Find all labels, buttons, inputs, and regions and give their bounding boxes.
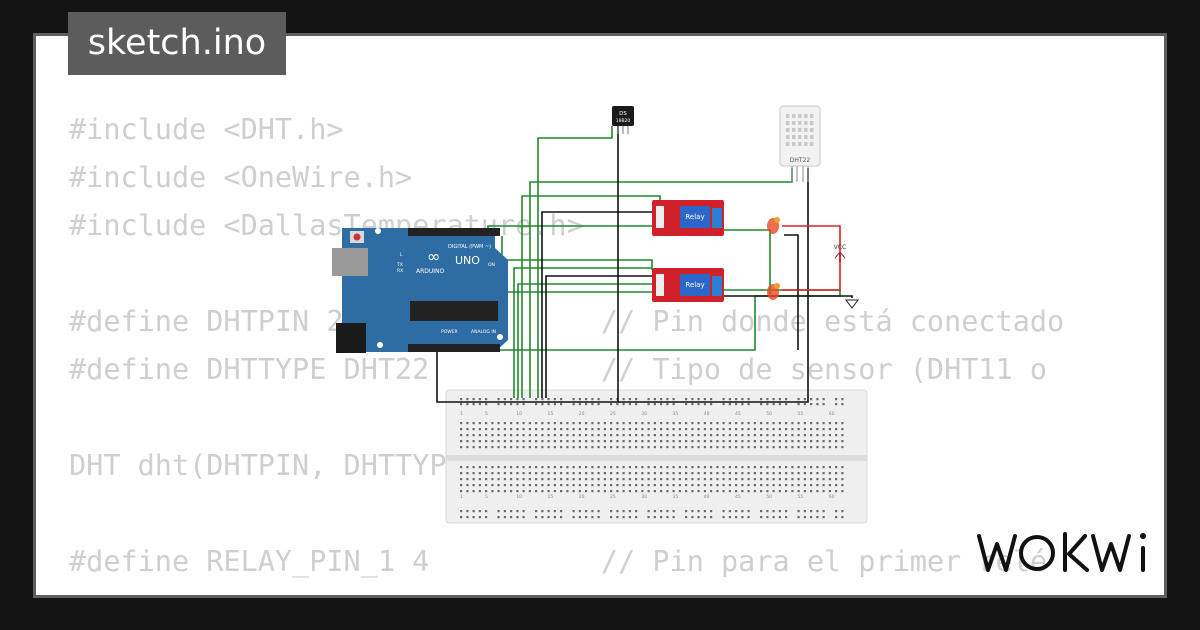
vcc-label: VCC	[834, 244, 846, 251]
breadboard-number: 45	[735, 494, 741, 500]
breadboard-number: 50	[766, 411, 772, 417]
arduino-rx-label: RX	[397, 268, 403, 274]
dht22-sensor[interactable]: DHT22	[779, 105, 821, 182]
arduino-logo-icon: ∞	[427, 247, 440, 266]
dht-label: DHT22	[790, 157, 811, 164]
led-1[interactable]	[767, 217, 780, 234]
breadboard-number: 15	[548, 411, 554, 417]
code-line: #include <OneWire.h>	[69, 161, 413, 194]
breadboard-number: 40	[704, 494, 710, 500]
ds18b20-sensor[interactable]: DS 18B20	[612, 106, 634, 134]
code-block: #include <DHT.h>#include <OneWire.h>#inc…	[69, 106, 1065, 595]
arduino-on-label: ON	[488, 262, 495, 268]
relay-module-2[interactable]: Relay	[652, 268, 724, 302]
breadboard-number: 10	[516, 494, 522, 500]
breadboard-number: 35	[673, 494, 679, 500]
breadboard-number: 20	[579, 411, 585, 417]
code-line: #include <DHT.h>	[69, 113, 344, 146]
arduino-power-label: POWER	[441, 329, 458, 335]
breadboard-number: 10	[516, 411, 522, 417]
code-line: #define RELAY_PIN_1 4 // Pin para el pri…	[69, 545, 1048, 578]
breadboard-number: 1	[460, 411, 463, 417]
arduino-digital-label: DIGITAL (PWM ~)	[448, 244, 491, 250]
breadboard-number: 25	[610, 411, 616, 417]
arduino-brand: ARDUINO	[416, 268, 445, 275]
code-line: #define RELAY_PIN_2 5 // Pin para el seg…	[69, 586, 1064, 595]
ground-symbol	[845, 299, 859, 309]
vcc-symbol: VCC	[834, 244, 846, 259]
breadboard-number: 5	[485, 411, 488, 417]
breadboard: 1155101015152020252530303535404045455050…	[445, 389, 868, 524]
breadboard-number: 25	[610, 494, 616, 500]
arduino-model: UNO	[455, 254, 480, 267]
arduino-analog-label: ANALOG IN	[471, 329, 496, 335]
arduino-tx-label: TX	[396, 262, 403, 268]
breadboard-number: 20	[579, 494, 585, 500]
breadboard-number: 50	[766, 494, 772, 500]
breadboard-number: 30	[641, 411, 647, 417]
relay-2-label: Relay	[685, 281, 704, 289]
breadboard-column-numbers: 1155101015152020252530303535404045455050…	[460, 411, 835, 500]
arduino-uno-board[interactable]: DIGITAL (PWM ~) ∞ UNO ARDUINO ON L TX RX…	[332, 228, 508, 353]
breadboard-number: 60	[829, 411, 835, 417]
ds-label-1: DS	[619, 111, 627, 117]
wokwi-logo-icon	[977, 532, 1146, 572]
breadboard-number: 5	[485, 494, 488, 500]
relay-module-1[interactable]: Relay	[652, 200, 724, 236]
ds-label-2: 18B20	[616, 118, 631, 124]
breadboard-number: 45	[735, 411, 741, 417]
breadboard-number: 40	[704, 411, 710, 417]
breadboard-number: 1	[460, 494, 463, 500]
file-tab-title[interactable]: sketch.ino	[68, 12, 286, 75]
code-line: #define DHTPIN 2 // Pin donde está conec…	[69, 305, 1065, 338]
arduino-l-label: L	[400, 252, 403, 258]
breadboard-number: 35	[673, 411, 679, 417]
relay-1-label: Relay	[685, 213, 704, 221]
led-2[interactable]	[767, 283, 780, 300]
breadboard-number: 60	[829, 494, 835, 500]
breadboard-number: 15	[548, 494, 554, 500]
breadboard-number: 55	[798, 494, 804, 500]
breadboard-number: 55	[798, 411, 804, 417]
code-line: #define DHTTYPE DHT22 // Tipo de sensor …	[69, 353, 1048, 386]
breadboard-number: 30	[641, 494, 647, 500]
